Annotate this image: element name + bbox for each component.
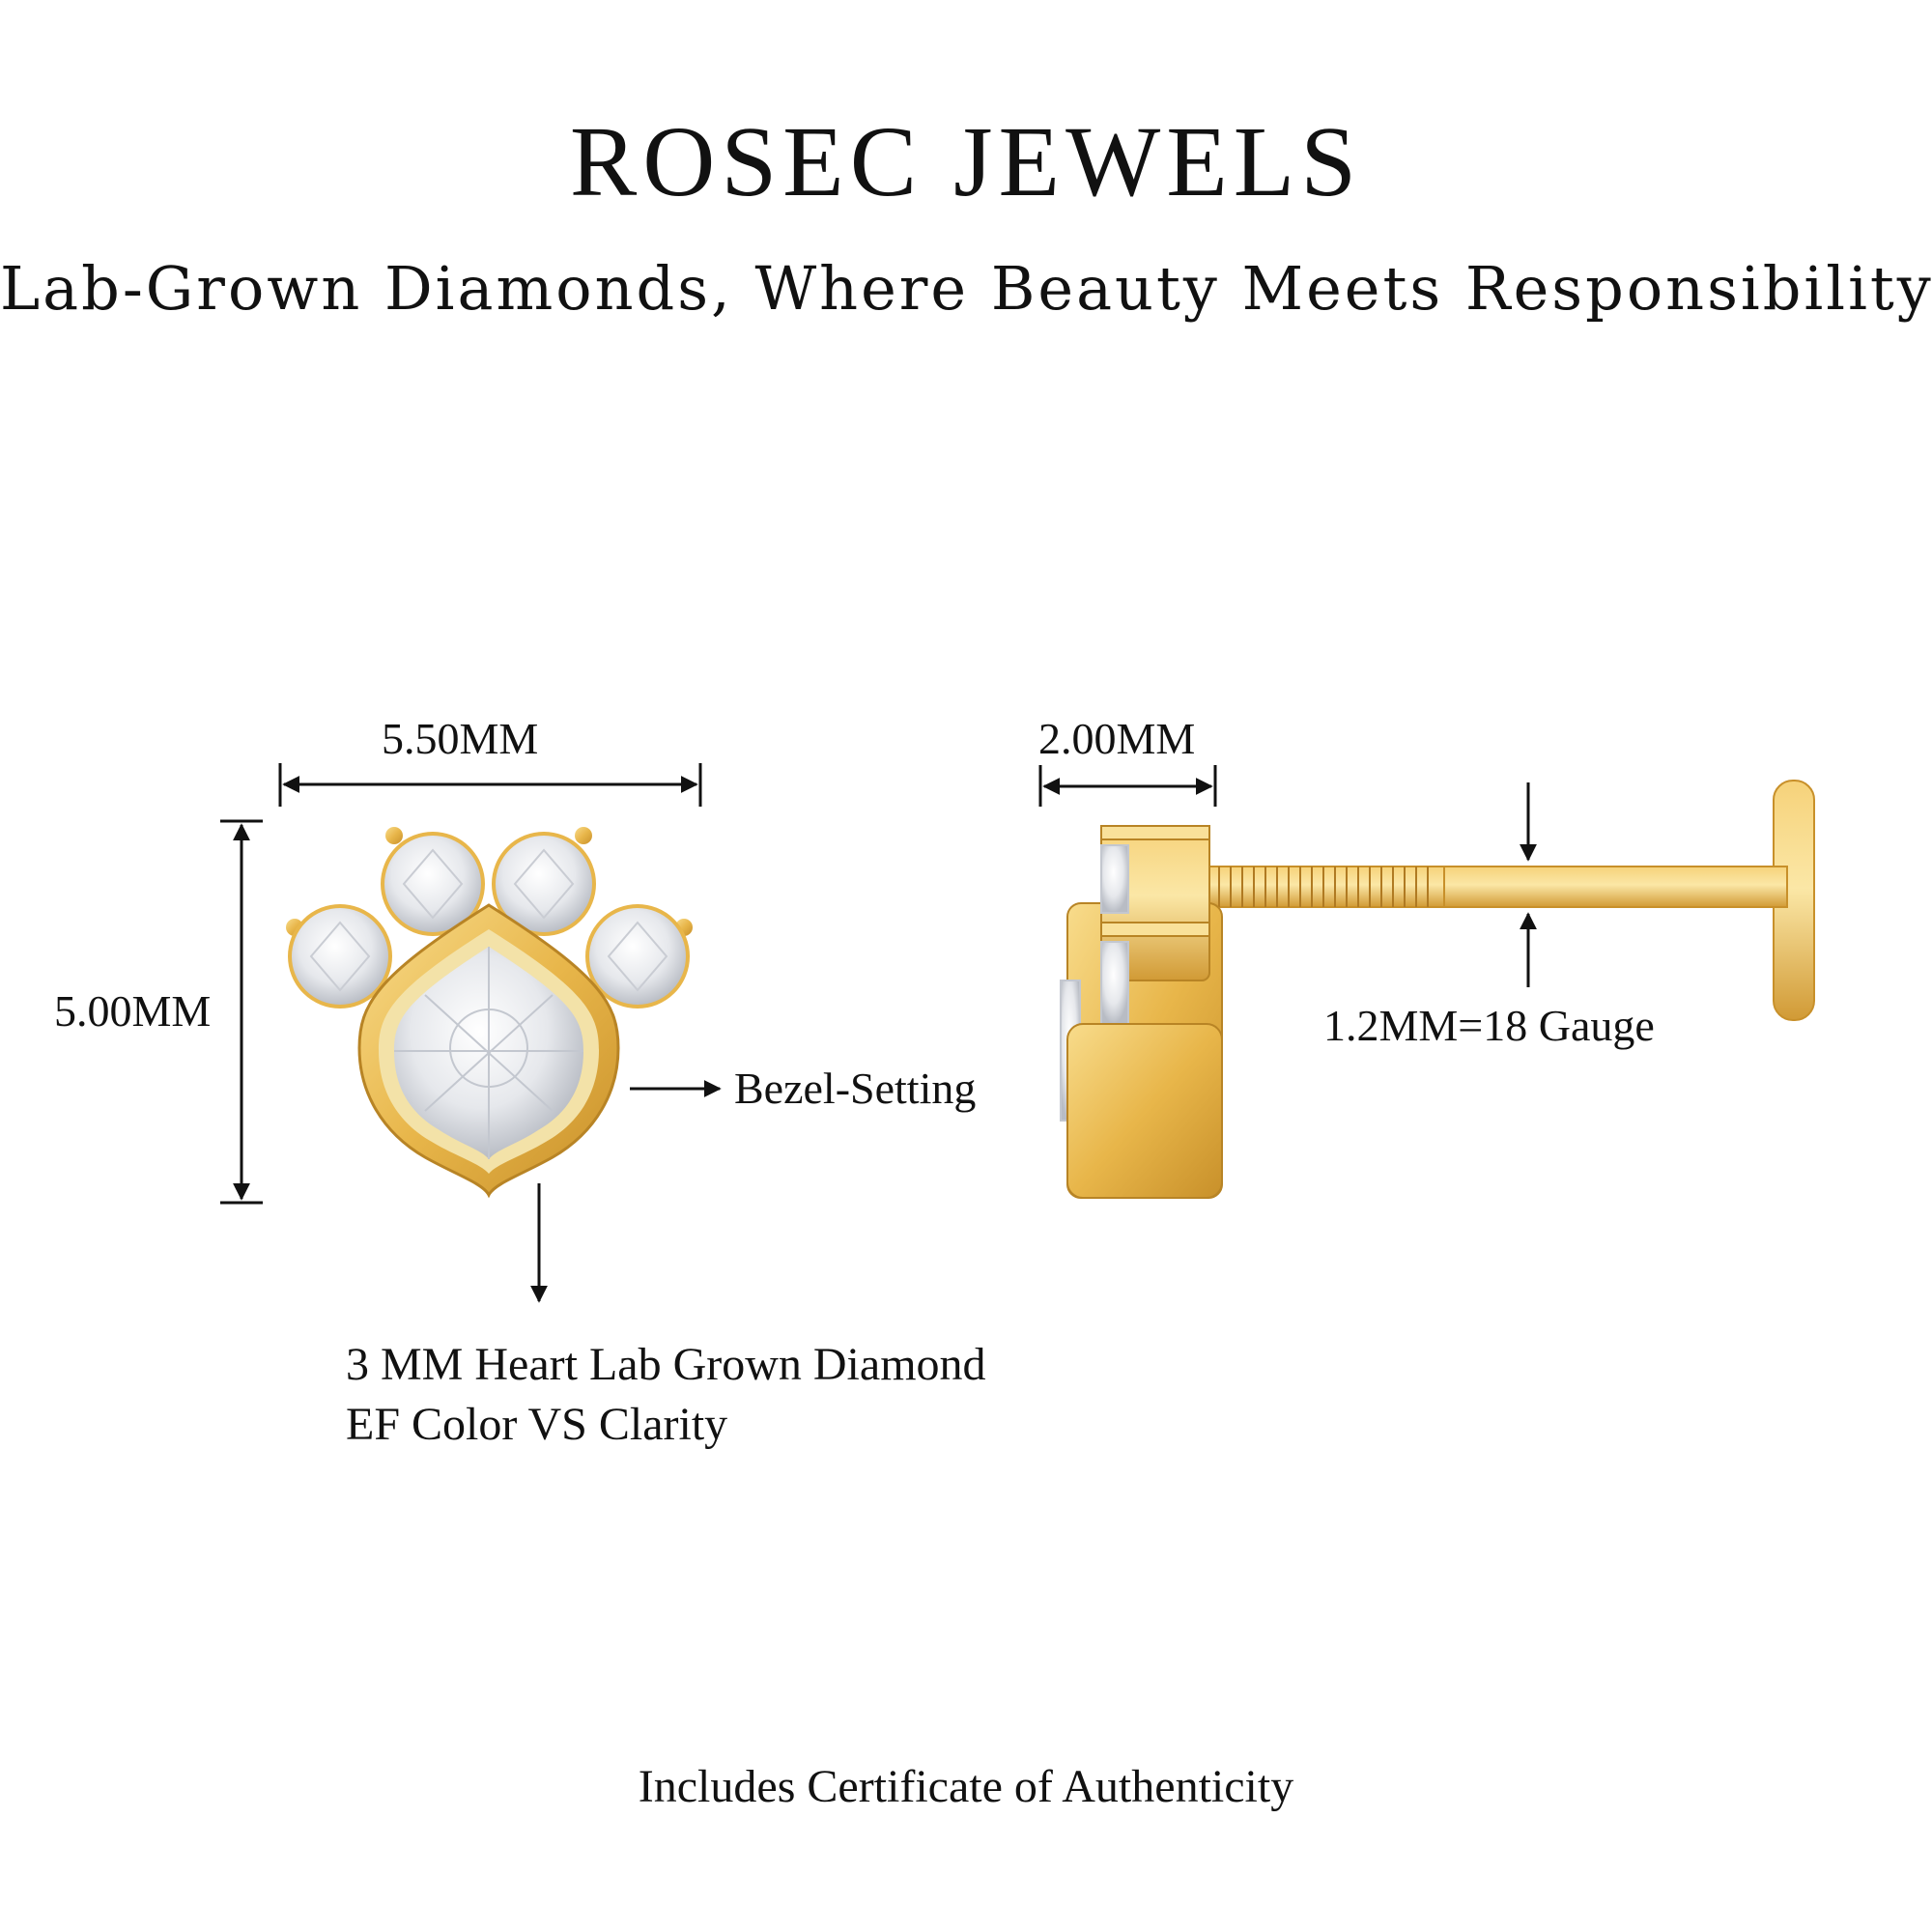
certificate-note: Includes Certificate of Authenticity [638, 1761, 1294, 1812]
earring-side-illustration [1060, 780, 1815, 1199]
width-label: 5.50MM [382, 714, 539, 763]
width-dimension [278, 763, 702, 807]
depth-label: 2.00MM [1038, 714, 1196, 763]
paw-earring-front-illustration [286, 827, 693, 1199]
brand-title: ROSEC JEWELS [569, 106, 1363, 217]
gauge-label: 1.2MM=18 Gauge [1323, 1001, 1655, 1050]
height-dimension [220, 819, 263, 1205]
brand-tagline: Lab-Grown Diamonds, Where Beauty Meets R… [0, 253, 1932, 324]
bezel-setting-label: Bezel-Setting [734, 1064, 977, 1113]
stone-description-line1: 3 MM Heart Lab Grown Diamond [346, 1339, 986, 1390]
height-label: 5.00MM [54, 986, 212, 1036]
stone-description-line2: EF Color VS Clarity [346, 1399, 728, 1450]
depth-dimension [1038, 765, 1217, 807]
